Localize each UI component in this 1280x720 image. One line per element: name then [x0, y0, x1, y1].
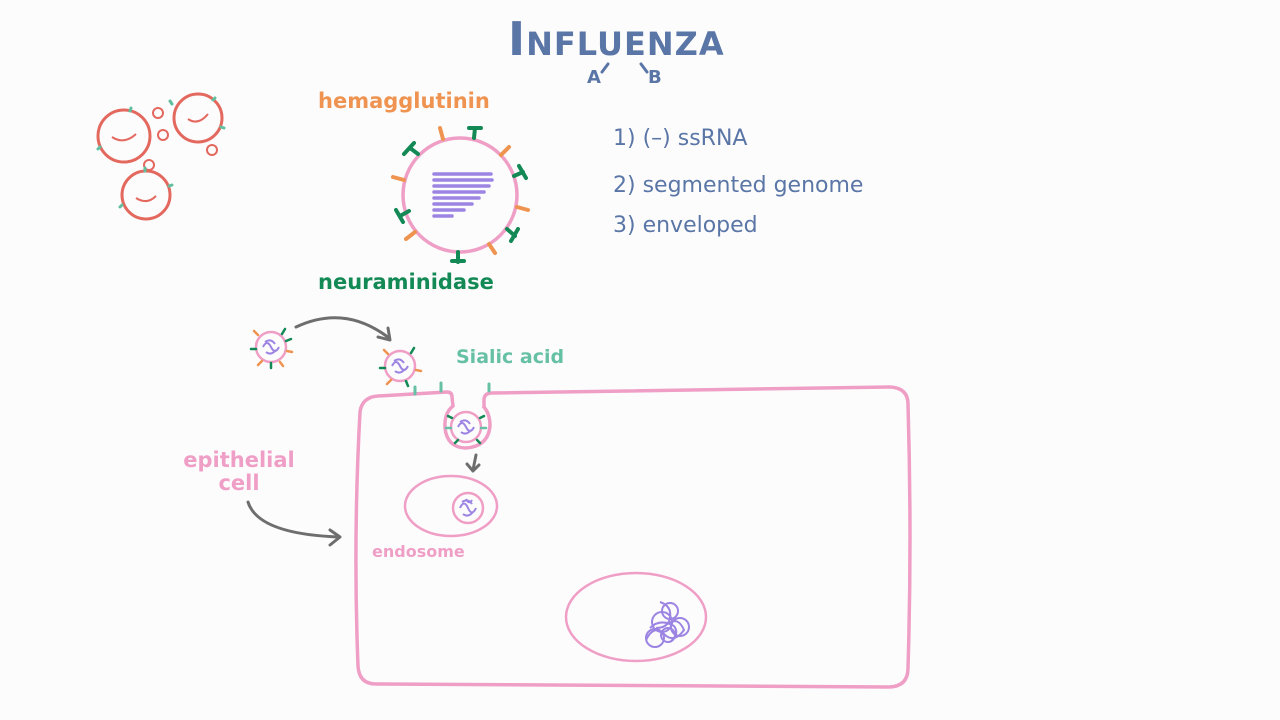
- endosome: [403, 474, 499, 538]
- virion-free: [249, 327, 294, 370]
- sialic-acid-receptors: [413, 381, 491, 396]
- nucleus: [564, 571, 708, 663]
- rna-segments: [432, 172, 494, 218]
- sialic-acid-label: Sialic acid: [456, 346, 565, 368]
- epithelial-cell-membrane: [354, 385, 912, 689]
- endocytic-pit: [443, 396, 492, 450]
- fact-enveloped: 3) enveloped: [613, 213, 758, 238]
- hemagglutinin-label: hemagglutinin: [318, 89, 490, 113]
- type-branch-lines: [600, 62, 649, 74]
- virion-attached: [378, 346, 423, 388]
- hemagglutinin-spikes: [391, 126, 530, 255]
- influenza-type-a: A: [587, 67, 601, 88]
- fact-ssrna: 1) (–) ssRNA: [613, 126, 748, 151]
- small-virions-bridging: [143, 107, 218, 171]
- influenza-type-b: B: [648, 67, 662, 88]
- epithelial-cell-label: epithelial cell: [183, 448, 295, 496]
- neuraminidase-spikes: [394, 126, 528, 264]
- attachment-arrow: [294, 316, 392, 342]
- rna-tangle: [645, 601, 690, 648]
- fact-segmented-genome: 2) segmented genome: [613, 173, 864, 198]
- endocytosis-arrow: [465, 453, 481, 473]
- neuraminidase-label: neuraminidase: [318, 270, 494, 294]
- rbc-surface-receptors: [96, 96, 226, 209]
- endosome-label: endosome: [372, 542, 465, 561]
- main-virion: [391, 126, 530, 264]
- red-blood-cells: [96, 92, 224, 221]
- virion-endocytosing: [444, 410, 488, 445]
- epithelial-arrow: [246, 500, 342, 547]
- title: Influenza: [508, 12, 725, 66]
